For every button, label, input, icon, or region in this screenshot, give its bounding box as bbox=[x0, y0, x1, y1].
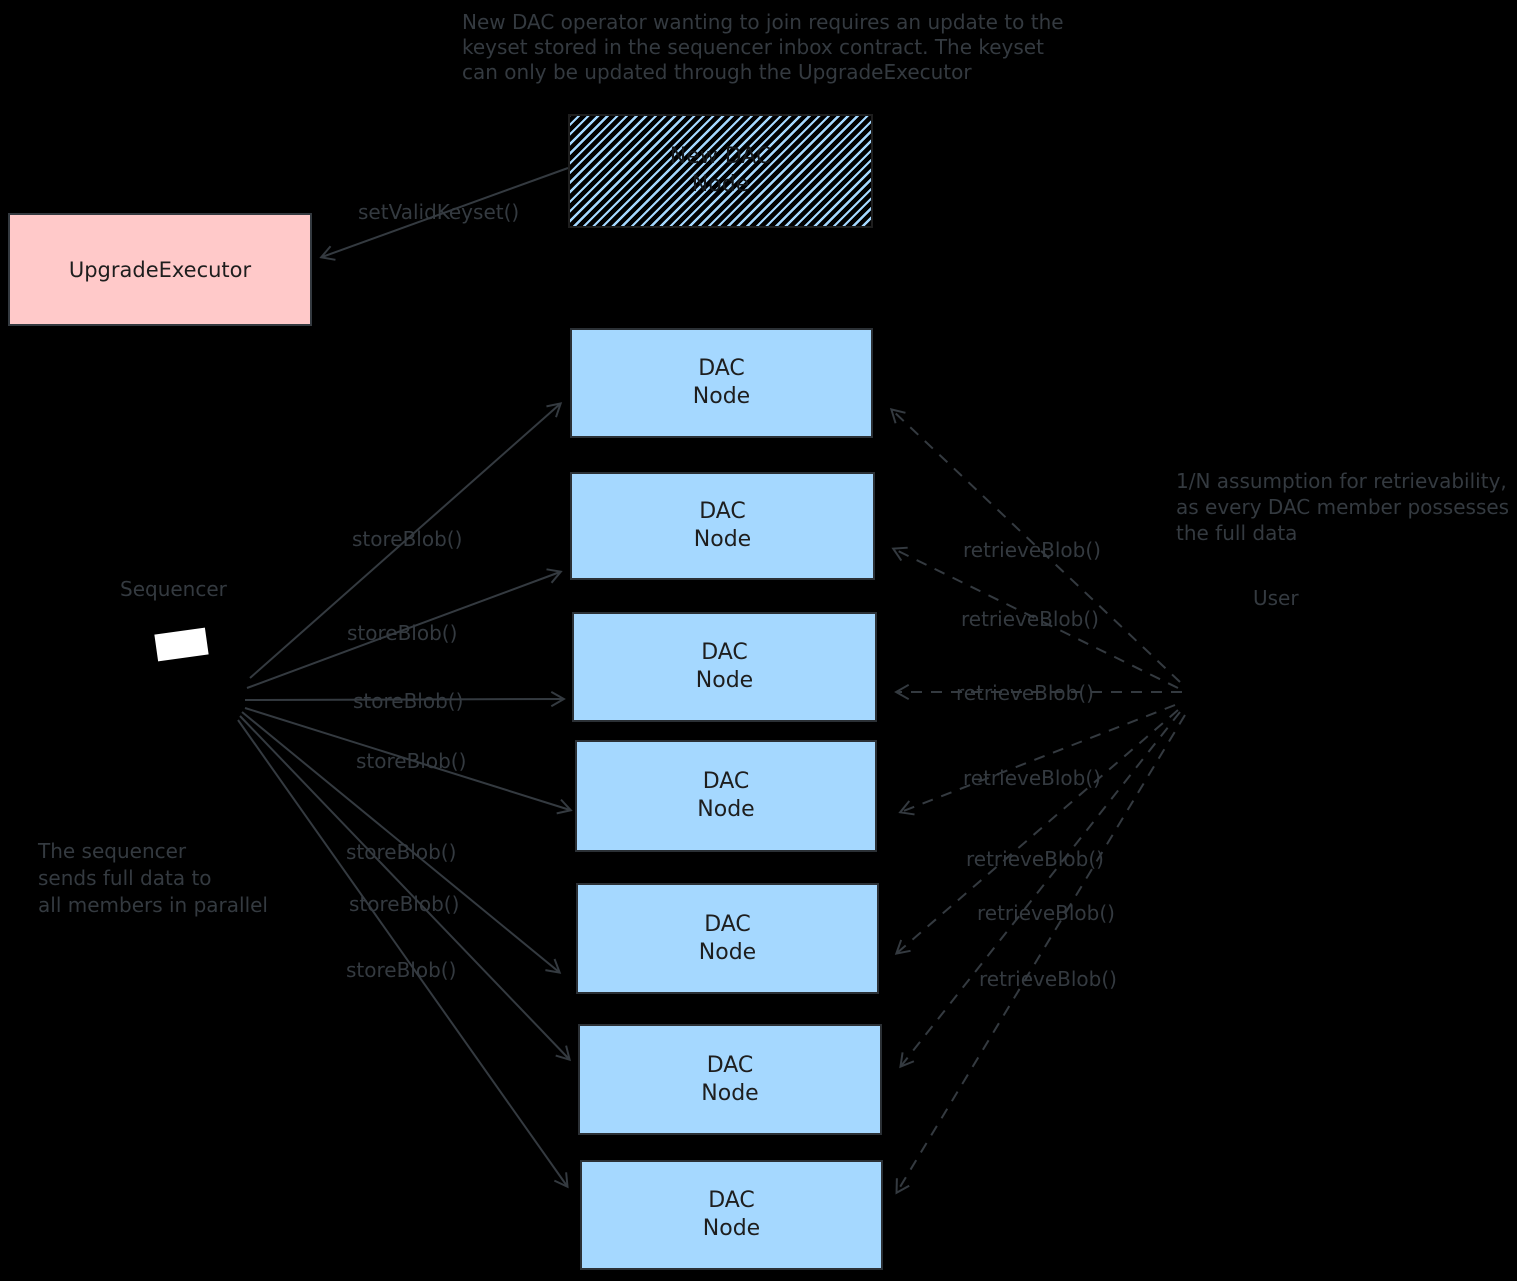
top-annotation-line: can only be updated through the UpgradeE… bbox=[462, 60, 972, 84]
retrieve-blob-label: retrieveBlob() bbox=[956, 681, 1094, 705]
dac-node-label-line2: Node bbox=[701, 1080, 759, 1106]
set-valid-keyset-arrow bbox=[319, 167, 569, 261]
right-annotation: 1/N assumption for retrievability, as ev… bbox=[1176, 468, 1509, 546]
store-blob-arrow bbox=[244, 690, 566, 708]
store-blob-label: storeBlob() bbox=[347, 621, 458, 645]
store-blob-arrow bbox=[239, 715, 572, 1062]
user-label: User bbox=[1253, 586, 1299, 610]
left-annotation-line: The sequencer bbox=[38, 839, 187, 863]
retrieve-blob-arrow bbox=[889, 408, 1181, 683]
store-blob-arrow bbox=[246, 568, 563, 689]
upgrade-executor-box: UpgradeExecutor bbox=[8, 213, 312, 326]
retrieve-blob-arrow bbox=[898, 704, 1176, 816]
sequencer-label: Sequencer bbox=[120, 577, 227, 601]
dac-node-label-line1: DAC bbox=[702, 769, 750, 794]
top-annotation: New DAC operator wanting to join require… bbox=[462, 10, 1064, 85]
right-annotation-line: 1/N assumption for retrievability, bbox=[1176, 469, 1507, 493]
retrieve-blob-label: retrieveBlob() bbox=[963, 538, 1101, 562]
right-annotation-line: as every DAC member possesses bbox=[1176, 495, 1510, 519]
dac-node-box: DAC Node bbox=[570, 472, 875, 580]
left-annotation-line: sends full data to bbox=[38, 866, 212, 890]
store-blob-label: storeBlob() bbox=[352, 527, 463, 551]
dac-node-label-line1: DAC bbox=[698, 356, 745, 381]
dac-node-box: DAC Node bbox=[570, 328, 873, 438]
store-blob-label: storeBlob() bbox=[353, 689, 464, 713]
retrieve-blob-label: retrieveBlob() bbox=[966, 847, 1104, 871]
store-blob-label: storeBlob() bbox=[346, 840, 457, 864]
retrieve-blob-label: retrieveBlob() bbox=[979, 967, 1117, 991]
retrieve-blob-arrow bbox=[894, 709, 1179, 955]
top-annotation-line: keyset stored in the sequencer inbox con… bbox=[462, 35, 1044, 59]
dac-node-label-line2: Node bbox=[697, 797, 755, 822]
left-annotation-line: all members in parallel bbox=[38, 893, 268, 917]
store-blob-arrow bbox=[241, 711, 562, 974]
dac-node-box: DAC Node bbox=[580, 1160, 883, 1270]
left-annotation: The sequencer sends full data to all mem… bbox=[38, 838, 268, 919]
dac-node-label-line1: DAC bbox=[708, 1188, 755, 1213]
set-valid-keyset-label: setValidKeyset() bbox=[358, 200, 520, 224]
right-annotation-line: the full data bbox=[1176, 521, 1298, 545]
store-blob-arrow bbox=[237, 719, 569, 1189]
dac-node-box: DAC Node bbox=[572, 612, 877, 722]
dac-node-box: DAC Node bbox=[575, 740, 877, 852]
retrieve-blob-label: retrieveBlob() bbox=[961, 607, 1099, 631]
dac-node-box: DAC Node bbox=[578, 1024, 882, 1135]
dac-node-label-line1: DAC bbox=[701, 640, 748, 665]
dac-node-box: DAC Node bbox=[576, 883, 879, 994]
dac-node-label-line1: DAC bbox=[699, 499, 746, 524]
store-blob-label: storeBlob() bbox=[349, 892, 460, 916]
retrieve-blob-label: retrieveBlob() bbox=[977, 901, 1115, 925]
retrieve-blob-arrow bbox=[891, 546, 1179, 689]
dac-node-label-line2: Node bbox=[695, 668, 754, 693]
new-dac-node-label-line1: New DAC bbox=[669, 144, 772, 169]
dac-node-label-line2: Node bbox=[698, 939, 757, 965]
dac-node-label-line2: Node bbox=[693, 527, 752, 552]
new-dac-node-box: New DAC Node bbox=[568, 114, 873, 228]
retrieve-blob-label: retrieveBlob() bbox=[963, 766, 1101, 790]
store-blob-arrow bbox=[244, 707, 573, 815]
retrieve-blob-arrow bbox=[895, 714, 1186, 1195]
retrieve-blob-arrow bbox=[899, 711, 1181, 1069]
new-dac-node-label-line2: Node bbox=[691, 172, 750, 197]
upgrade-executor-label: UpgradeExecutor bbox=[68, 257, 252, 282]
store-blob-arrow bbox=[249, 402, 563, 679]
top-annotation-line: New DAC operator wanting to join require… bbox=[462, 10, 1064, 34]
dac-node-label-line1: DAC bbox=[706, 1052, 754, 1078]
dac-node-label-line1: DAC bbox=[704, 911, 751, 937]
dac-node-label-line2: Node bbox=[702, 1216, 761, 1241]
store-blob-label: storeBlob() bbox=[346, 958, 457, 982]
store-blob-label: storeBlob() bbox=[356, 749, 467, 773]
dac-node-label-line2: Node bbox=[692, 384, 751, 409]
